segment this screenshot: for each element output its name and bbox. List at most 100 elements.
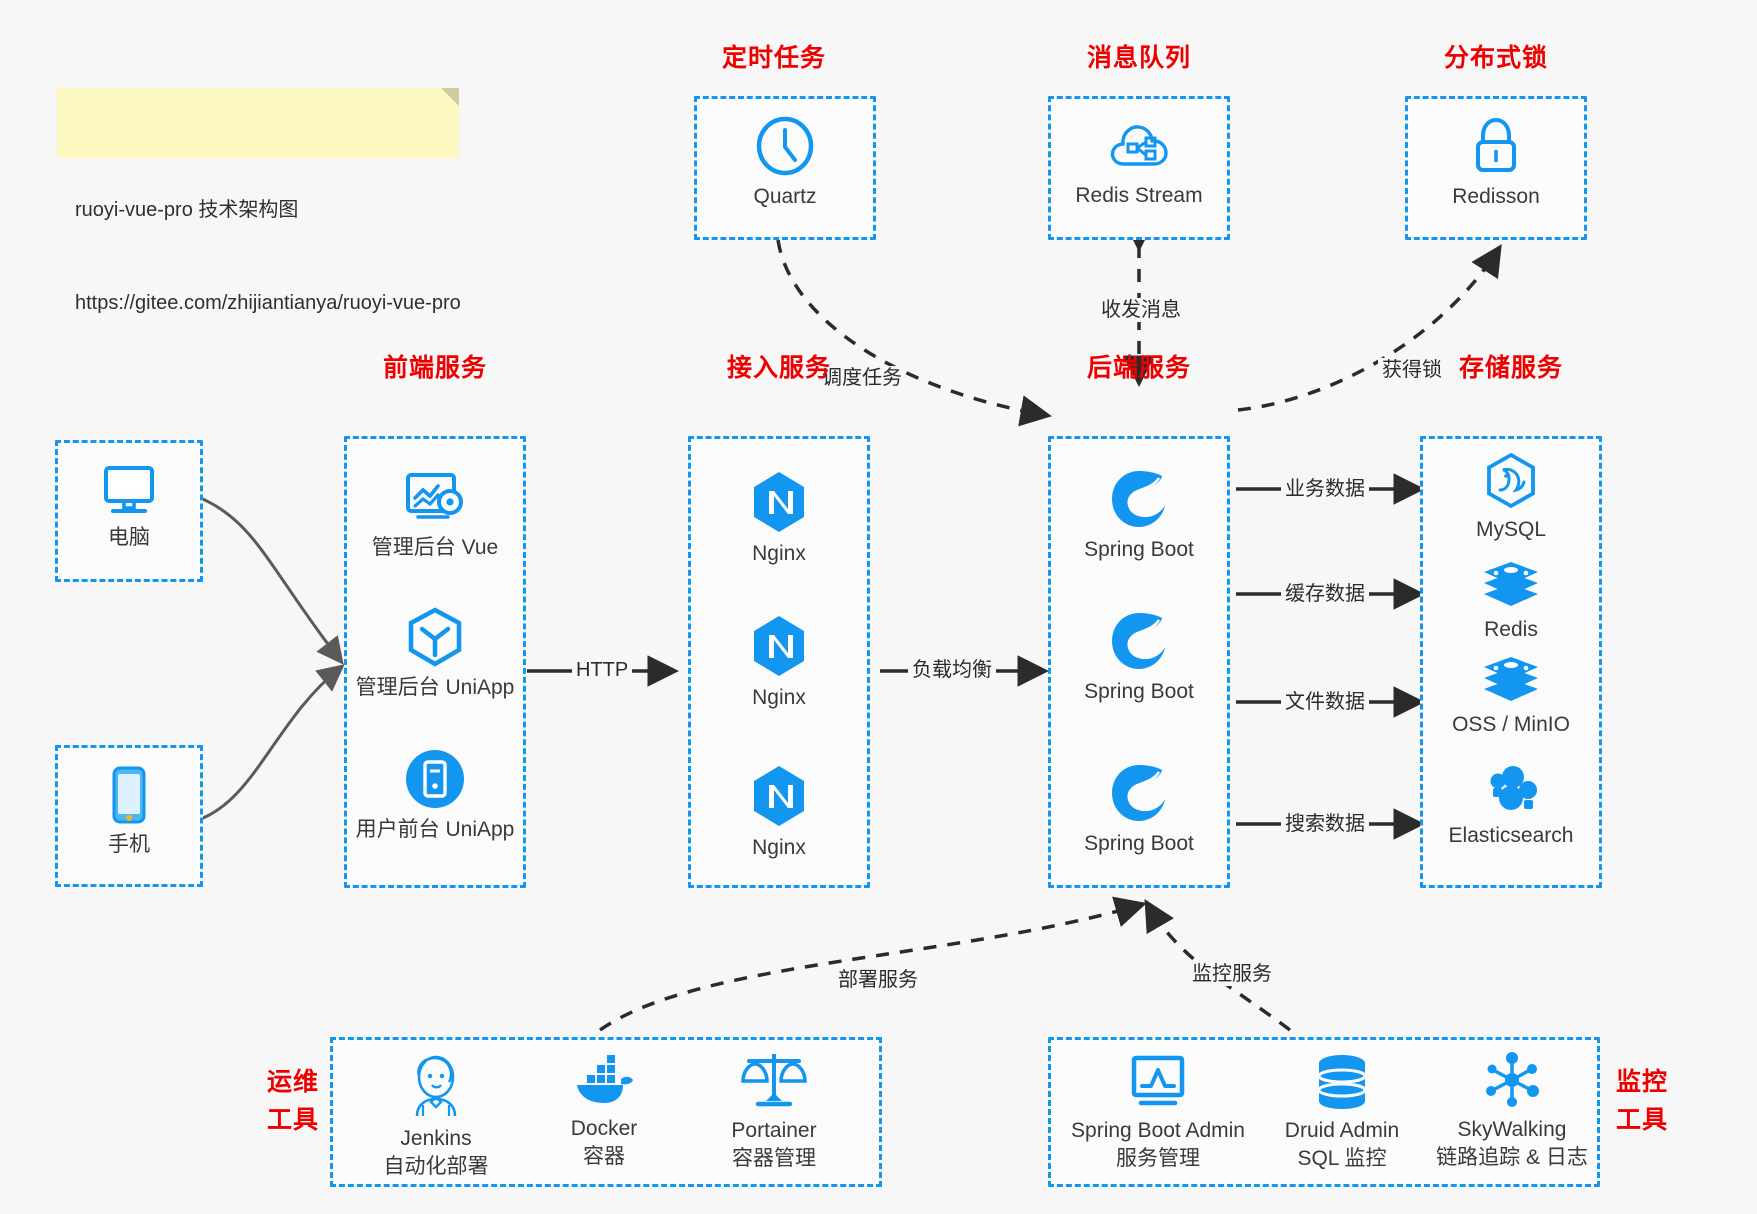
- edge-label-send-receive-message: 收发消息: [1097, 298, 1185, 322]
- section-title-distributed-lock: 分布式锁: [1443, 44, 1548, 72]
- redis-stack-icon: [1484, 657, 1538, 701]
- node-label: Spring Boot: [1084, 538, 1194, 561]
- node-sublabel: 链路追踪 & 日志: [1436, 1146, 1588, 1169]
- edge-label-file-data: 文件数据: [1281, 690, 1369, 714]
- node-springboot-1[interactable]: Spring Boot: [1048, 468, 1230, 564]
- desktop-icon: [104, 466, 154, 513]
- edge-label-monitor-service: 监控服务: [1188, 962, 1276, 986]
- node-druid-admin[interactable]: Druid Admin SQL 监控: [1262, 1053, 1422, 1173]
- section-title-storage-service: 存储服务: [1458, 354, 1563, 382]
- node-mysql[interactable]: MySQL: [1420, 452, 1602, 544]
- node-label: Quartz: [753, 185, 817, 208]
- node-label: Nginx: [752, 836, 806, 859]
- mysql-icon: [1487, 452, 1535, 509]
- nginx-icon: [754, 472, 804, 532]
- node-label: SkyWalking: [1457, 1118, 1567, 1141]
- dashboard-gear-icon: [406, 473, 463, 519]
- node-label: 用户前台 UniApp: [355, 818, 515, 841]
- title-note: ruoyi-vue-pro 技术架构图 https://gitee.com/zh…: [57, 88, 461, 314]
- node-sublabel: 容器: [583, 1145, 625, 1168]
- node-jenkins[interactable]: Jenkins 自动化部署: [352, 1053, 520, 1181]
- section-title-message-queue: 消息队列: [1086, 44, 1191, 72]
- note-fold-corner: [441, 88, 459, 106]
- node-springboot-2[interactable]: Spring Boot: [1048, 610, 1230, 706]
- node-label: Elasticsearch: [1448, 824, 1574, 847]
- edge-label-load-balance: 负载均衡: [908, 658, 996, 682]
- node-user-uniapp[interactable]: 用户前台 UniApp: [344, 748, 526, 844]
- node-springboot-3[interactable]: Spring Boot: [1048, 762, 1230, 858]
- jenkins-icon: [415, 1055, 457, 1117]
- node-label: 管理后台 UniApp: [355, 676, 515, 699]
- node-label: 管理后台 Vue: [371, 536, 499, 559]
- node-redis[interactable]: Redis: [1420, 560, 1602, 644]
- node-label: OSS / MinIO: [1452, 713, 1570, 736]
- monitor-chart-icon: [1131, 1055, 1185, 1106]
- node-label: Redisson: [1452, 185, 1540, 208]
- node-docker[interactable]: Docker 容器: [520, 1053, 688, 1171]
- node-admin-uniapp[interactable]: 管理后台 UniApp: [344, 606, 526, 702]
- spring-icon: [1112, 765, 1165, 821]
- section-title-devops-tools: 运维 工具: [266, 1068, 319, 1134]
- node-label: Spring Boot: [1084, 680, 1194, 703]
- node-label: Nginx: [752, 686, 806, 709]
- node-label: Spring Boot: [1084, 832, 1194, 855]
- node-label: 手机: [108, 833, 150, 856]
- section-title-access-service: 接入服务: [726, 354, 831, 382]
- edge-label-search-data: 搜索数据: [1281, 812, 1369, 836]
- nginx-icon: [754, 616, 804, 676]
- section-title-backend-service: 后端服务: [1086, 354, 1191, 382]
- node-label: MySQL: [1475, 518, 1546, 541]
- edge-label-schedule-task: 调度任务: [818, 366, 906, 390]
- node-elasticsearch[interactable]: Elasticsearch: [1420, 760, 1602, 850]
- node-label: Jenkins: [400, 1127, 472, 1150]
- node-sublabel: 容器管理: [732, 1147, 816, 1170]
- edge-label-acquire-lock: 获得锁: [1378, 358, 1446, 382]
- mobile-icon: [112, 766, 146, 824]
- node-label: Spring Boot Admin: [1071, 1119, 1245, 1142]
- node-nginx-3[interactable]: Nginx: [688, 764, 870, 862]
- group-message-queue: [1048, 96, 1230, 240]
- node-admin-vue[interactable]: 管理后台 Vue: [344, 470, 526, 562]
- node-redis-stream[interactable]: Redis Stream: [1048, 118, 1230, 210]
- node-redisson[interactable]: Redisson: [1405, 115, 1587, 211]
- node-label: Redis Stream: [1075, 184, 1203, 207]
- node-portainer[interactable]: Portainer 容器管理: [690, 1049, 858, 1173]
- node-sublabel: 自动化部署: [383, 1155, 489, 1178]
- section-title-scheduled-task: 定时任务: [721, 44, 826, 72]
- node-oss-minio[interactable]: OSS / MinIO: [1420, 655, 1602, 739]
- lock-icon: [1476, 117, 1516, 172]
- node-skywalking[interactable]: SkyWalking 链路追踪 & 日志: [1422, 1050, 1602, 1172]
- node-computer[interactable]: 电脑: [55, 460, 203, 552]
- node-nginx-1[interactable]: Nginx: [688, 470, 870, 568]
- spring-icon: [1112, 613, 1165, 669]
- scales-icon: [741, 1054, 807, 1107]
- node-label: Redis: [1484, 618, 1538, 641]
- app-circle-icon: [406, 750, 464, 808]
- node-label: Portainer: [731, 1119, 817, 1142]
- database-icon: [1317, 1055, 1367, 1109]
- edge-acquire-lock: [1237, 244, 1502, 412]
- spring-icon: [1112, 471, 1165, 527]
- edge-label-cache-data: 缓存数据: [1281, 582, 1369, 606]
- node-label: Nginx: [752, 542, 806, 565]
- node-quartz[interactable]: Quartz: [694, 115, 876, 211]
- edge-label-http: HTTP: [572, 658, 633, 682]
- note-line-1: ruoyi-vue-pro 技术架构图: [75, 199, 299, 221]
- node-spring-boot-admin[interactable]: Spring Boot Admin 服务管理: [1060, 1053, 1256, 1173]
- edge-computer-to-frontend: [197, 495, 344, 665]
- cube-icon: [408, 607, 462, 667]
- redis-icon: [1484, 562, 1538, 606]
- node-sublabel: SQL 监控: [1297, 1147, 1387, 1170]
- clock-icon: [756, 116, 814, 176]
- edge-label-business-data: 业务数据: [1281, 477, 1369, 501]
- network-node-icon: [1486, 1052, 1539, 1107]
- section-title-monitor-tools: 监控 工具: [1615, 1068, 1668, 1134]
- node-label: Druid Admin: [1284, 1119, 1400, 1142]
- node-label: 电脑: [108, 526, 150, 549]
- node-nginx-2[interactable]: Nginx: [688, 614, 870, 712]
- docker-icon: [577, 1055, 633, 1103]
- note-line-2: https://gitee.com/zhijiantianya/ruoyi-vu…: [75, 292, 461, 314]
- elasticsearch-icon: [1490, 766, 1537, 810]
- node-phone[interactable]: 手机: [55, 765, 203, 859]
